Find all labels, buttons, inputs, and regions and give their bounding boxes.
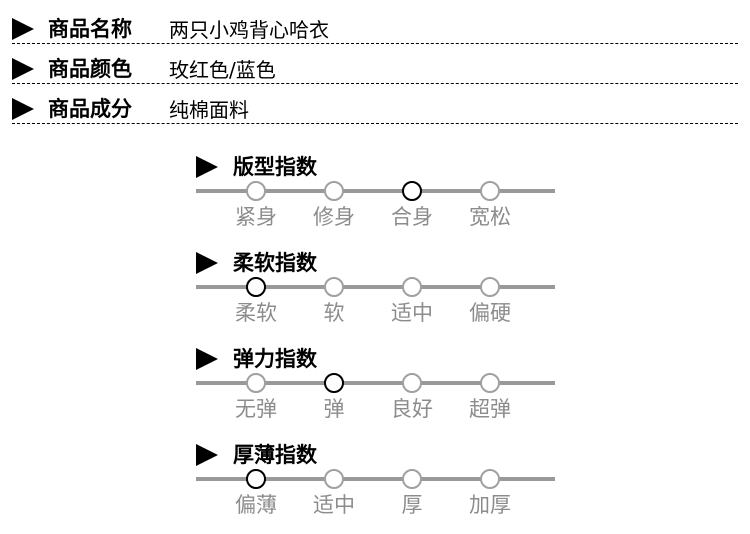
index-title: 版型指数 xyxy=(233,155,317,179)
index-title: 弹力指数 xyxy=(233,347,317,371)
index-option: 偏薄 xyxy=(235,493,277,517)
index-option: 宽松 xyxy=(469,205,511,229)
index-dot xyxy=(324,277,344,297)
index-track xyxy=(196,189,555,193)
index-option: 良好 xyxy=(391,397,433,421)
info-label: 商品成分 xyxy=(48,97,132,121)
triangle-bullet-icon xyxy=(196,252,218,274)
info-label: 商品颜色 xyxy=(48,57,132,81)
info-row-name: 商品名称 两只小鸡背心哈衣 xyxy=(12,15,738,44)
index-dot xyxy=(402,469,422,489)
index-dot xyxy=(246,181,266,201)
index-option: 厚 xyxy=(401,493,423,517)
index-elasticity: 弹力指数 无弹 弹 良好 超弹 xyxy=(196,346,556,438)
index-option: 超弹 xyxy=(469,397,511,421)
triangle-bullet-icon xyxy=(196,348,218,370)
index-dot xyxy=(246,277,266,297)
index-dot xyxy=(480,469,500,489)
index-dot xyxy=(324,469,344,489)
index-title: 柔软指数 xyxy=(233,251,317,275)
triangle-bullet-icon xyxy=(196,444,218,466)
info-row-material: 商品成分 纯棉面料 xyxy=(12,95,738,124)
index-title: 厚薄指数 xyxy=(233,443,317,467)
index-option: 紧身 xyxy=(235,205,277,229)
index-option: 柔软 xyxy=(235,301,277,325)
index-option: 修身 xyxy=(313,205,355,229)
index-option: 无弹 xyxy=(235,397,277,421)
triangle-bullet-icon xyxy=(12,98,34,120)
info-label: 商品名称 xyxy=(48,17,132,41)
triangle-bullet-icon xyxy=(12,58,34,80)
index-fit: 版型指数 紧身 修身 合身 宽松 xyxy=(196,154,556,246)
index-thickness: 厚薄指数 偏薄 适中 厚 加厚 xyxy=(196,442,556,534)
index-dot xyxy=(480,277,500,297)
index-dot xyxy=(402,373,422,393)
index-dot xyxy=(402,181,422,201)
index-option: 偏硬 xyxy=(469,301,511,325)
index-dot xyxy=(402,277,422,297)
info-row-color: 商品颜色 玫红色/蓝色 xyxy=(12,55,738,84)
index-option: 适中 xyxy=(313,493,355,517)
index-dot xyxy=(246,373,266,393)
index-dot xyxy=(480,373,500,393)
info-value: 纯棉面料 xyxy=(169,98,249,122)
index-option: 弹 xyxy=(323,397,345,421)
index-dot xyxy=(480,181,500,201)
index-softness: 柔软指数 柔软 软 适中 偏硬 xyxy=(196,250,556,342)
index-option: 软 xyxy=(323,301,345,325)
index-option: 合身 xyxy=(391,205,433,229)
index-track xyxy=(196,285,555,289)
triangle-bullet-icon xyxy=(12,18,34,40)
index-dot xyxy=(246,469,266,489)
info-value: 两只小鸡背心哈衣 xyxy=(169,18,329,42)
triangle-bullet-icon xyxy=(196,156,218,178)
index-option: 适中 xyxy=(391,301,433,325)
index-option: 加厚 xyxy=(469,493,511,517)
index-track xyxy=(196,477,555,481)
info-value: 玫红色/蓝色 xyxy=(169,58,276,82)
index-dot xyxy=(324,181,344,201)
index-dot xyxy=(324,373,344,393)
index-track xyxy=(196,381,555,385)
